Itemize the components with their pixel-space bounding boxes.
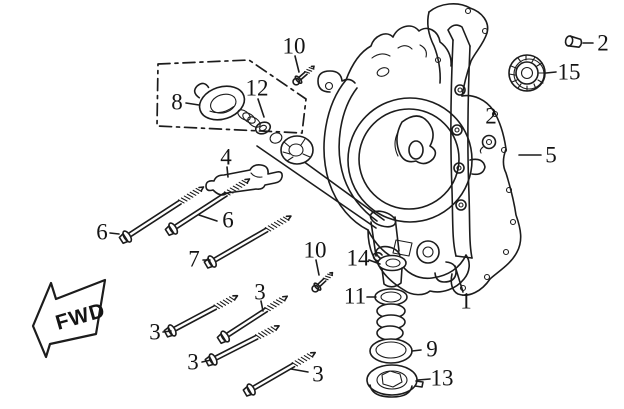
callout-10-lower: 10 xyxy=(303,237,327,263)
drain-o-ring xyxy=(369,338,413,364)
bolt-3-d xyxy=(241,346,320,399)
callout-13: 13 xyxy=(430,365,454,391)
relief-valve-cup xyxy=(372,251,407,288)
valve-spring xyxy=(374,288,408,341)
drain-cap xyxy=(366,364,424,398)
callout-8: 8 xyxy=(171,89,183,115)
callout-10-upper: 10 xyxy=(282,33,306,59)
callout-14: 14 xyxy=(346,245,370,271)
tube-grommet xyxy=(280,135,314,165)
callout-3-a: 3 xyxy=(149,319,161,345)
callout-5: 5 xyxy=(545,142,557,168)
callout-9: 9 xyxy=(426,336,438,362)
callout-2-middle: 2 xyxy=(485,103,497,129)
callout-3-d: 3 xyxy=(312,361,324,387)
callout-1: 1 xyxy=(460,288,472,314)
callout-3-b: 3 xyxy=(254,279,266,305)
callout-3-c: 3 xyxy=(187,349,199,375)
dowel-pin-middle xyxy=(479,134,497,154)
clamp-bracket xyxy=(205,164,283,196)
bolt-10-upper xyxy=(290,62,318,88)
dipstick xyxy=(193,82,261,128)
dowel-pin-upper xyxy=(564,35,583,48)
callout-6-right: 6 xyxy=(222,207,234,233)
crankcase-cover xyxy=(317,24,486,296)
callout-6-left: 6 xyxy=(96,219,108,245)
gasket xyxy=(427,3,522,296)
fwd-arrow: FWD xyxy=(31,278,108,359)
leader-lines xyxy=(109,42,594,381)
callout-11: 11 xyxy=(343,283,367,309)
bolt-10-lower xyxy=(309,268,337,295)
callout-12: 12 xyxy=(245,75,269,101)
detail-box xyxy=(156,59,385,229)
callout-15: 15 xyxy=(557,59,581,85)
bolt-7 xyxy=(202,209,295,272)
callout-2-upper: 2 xyxy=(597,30,609,56)
callout-4: 4 xyxy=(220,144,232,170)
dipstick-o-ring xyxy=(254,121,283,144)
callout-7: 7 xyxy=(188,246,200,272)
oil-seal xyxy=(508,54,546,92)
